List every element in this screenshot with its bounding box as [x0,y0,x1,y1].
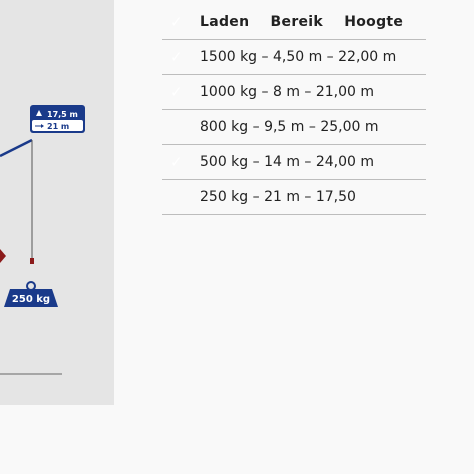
counterweight-marker [0,249,6,263]
table-row: ✓ 1500 kg – 4,50 m – 22,00 m [162,39,426,75]
table-row: 800 kg – 9,5 m – 25,00 m [162,109,426,145]
table-cell: ✓ 1000 kg – 8 m – 21,00 m [162,74,426,110]
header-hoogte: Hoogte [344,14,404,30]
header-bereik: Bereik [270,14,324,30]
crane-boom [0,138,33,158]
height-reach-badge: 17,5 m 21 m [30,105,85,133]
row-text: 1000 kg – 8 m – 21,00 m [200,84,375,100]
row-text: 1500 kg – 4,50 m – 22,00 m [200,49,397,65]
crane-diagram-svg: 17,5 m 21 m 250 kg [0,105,85,375]
table-row: ✓ 500 kg – 14 m – 24,00 m [162,144,426,180]
row-text: 250 kg – 21 m – 17,50 [200,189,356,205]
arrow-up-icon [36,110,42,116]
row-text: 800 kg – 9,5 m – 25,00 m [200,119,379,135]
check-icon: ✓ [170,83,183,101]
table-cell: ✓ 1500 kg – 4,50 m – 22,00 m [162,39,426,75]
header-laden: Laden [200,14,250,30]
table-cell: ✓ 500 kg – 14 m – 24,00 m [162,144,426,180]
table-header: ✓ Laden Bereik Hoogte [162,5,426,40]
table-row: ✓ 1000 kg – 8 m – 21,00 m [162,74,426,110]
hook-block [30,258,34,264]
row-text: 500 kg – 14 m – 24,00 m [200,154,375,170]
check-icon: ✓ [170,153,183,171]
check-icon: ✓ [170,13,183,31]
check-icon: ✓ [170,48,183,66]
height-badge-text: 17,5 m [47,110,78,119]
weight-icon: 250 kg [4,281,58,307]
table-header-row: ✓ Laden Bereik Hoogte [162,5,426,40]
table-cell: 250 kg – 21 m – 17,50 [162,179,426,215]
load-specs-table: ✓ Laden Bereik Hoogte ✓ 1500 kg – 4,50 m… [162,5,426,215]
table-row: 250 kg – 21 m – 17,50 [162,179,426,215]
table-cell: 800 kg – 9,5 m – 25,00 m [162,109,426,145]
reach-badge-text: 21 m [47,122,69,131]
arrow-right-icon [35,124,44,128]
crane-diagram: 17,5 m 21 m 250 kg [0,0,114,405]
load-label: 250 kg [12,294,50,305]
